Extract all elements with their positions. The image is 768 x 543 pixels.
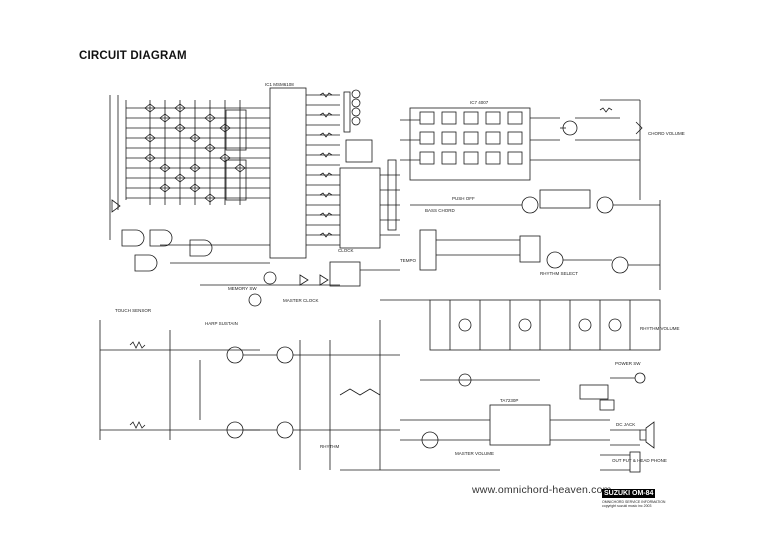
brand-model: SUZUKI OM-84 xyxy=(602,489,656,498)
label-harp-sustain: HARP SUSTAIN xyxy=(205,321,238,326)
brand-block: SUZUKI OM-84 OMNICHORD SERVICE INFORMATI… xyxy=(602,482,672,508)
label-ic-audio: TA7230P xyxy=(500,398,518,403)
key-matrix xyxy=(109,95,250,210)
ic1-chip xyxy=(269,87,307,259)
label-master-clock: MASTER CLOCK xyxy=(283,298,319,303)
page-title: CIRCUIT DIAGRAM xyxy=(79,50,187,62)
label-ic-top: IC7 4007 xyxy=(470,100,489,105)
label-push-off: PUSH OFF xyxy=(452,196,475,201)
audio-amp-chip xyxy=(489,404,551,446)
label-rhythm-volume: RHYTHM VOLUME xyxy=(640,326,680,331)
divider-block xyxy=(409,107,531,181)
website-url: www.omnichord-heaven.com xyxy=(472,484,612,496)
label-touch-sensor: TOUCH SENSOR xyxy=(115,308,152,313)
label-rhythm: RHYTHM xyxy=(320,444,339,449)
label-dc-jack: DC JACK xyxy=(616,422,635,427)
ic2-chip xyxy=(339,167,381,249)
label-ic-clock: CLOCK xyxy=(338,248,354,253)
label-tempo: TEMPO xyxy=(400,258,417,263)
label-rhythm-select: RHYTHM SELECT xyxy=(540,271,578,276)
brand-line-2: copyright suzuki music inc 2003 xyxy=(602,504,652,508)
brand-line-1: OMNICHORD SERVICE INFORMATION xyxy=(602,500,666,504)
label-chord-volume: CHORD VOLUME xyxy=(648,131,685,136)
label-power-sw: POWER SW xyxy=(615,361,641,366)
label-bass-chord: BASS CHORD xyxy=(425,208,456,213)
label-memory-sw: MEMORY SW xyxy=(228,286,257,291)
label-master-volume: MASTER VOLUME xyxy=(455,451,494,456)
label-out-put: OUT PUT & HEAD PHONE xyxy=(612,458,667,463)
label-ic-main: IC1 MSM6108 xyxy=(265,82,294,87)
